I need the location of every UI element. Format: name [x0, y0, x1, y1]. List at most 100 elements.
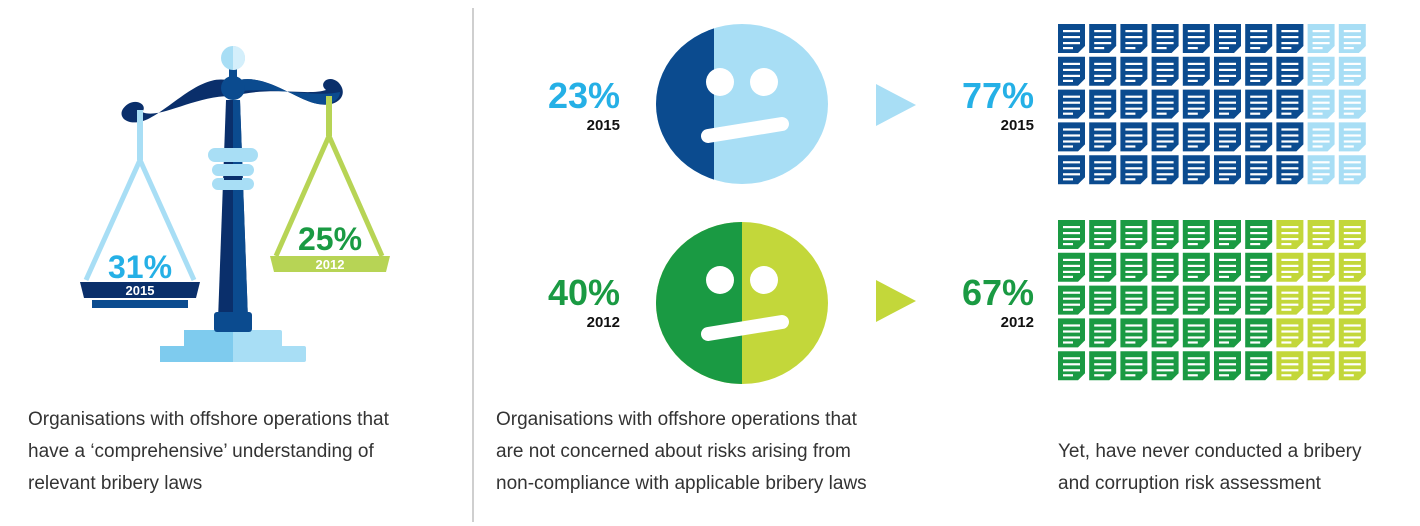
- document-icon: [1245, 56, 1273, 86]
- faces-caption: Organisations with offshore operations t…: [496, 404, 867, 500]
- document-icon: [1089, 318, 1117, 348]
- document-icon: [1307, 89, 1335, 119]
- document-icon: [1214, 285, 1241, 315]
- document-icon: [1058, 285, 1085, 315]
- docs-2015-percent: 77%: [961, 75, 1034, 116]
- document-icon: [1182, 252, 1210, 282]
- document-icon: [1058, 56, 1085, 86]
- caption-line: are not concerned about risks arising fr…: [496, 441, 851, 462]
- document-icon: [1276, 155, 1304, 185]
- document-icon: [1338, 285, 1366, 315]
- document-icon: [1120, 89, 1148, 119]
- document-icon: [1151, 351, 1179, 381]
- caption-line: relevant bribery laws: [28, 473, 203, 494]
- document-icon: [1245, 285, 1273, 315]
- documents-panel: 77% 2015 67% 2012 Yet, have never conduc…: [930, 0, 1420, 526]
- right-pan-percent: 25%: [298, 221, 362, 257]
- document-icon: [1307, 285, 1335, 315]
- document-icon: [1120, 220, 1148, 249]
- document-icon: [1214, 89, 1241, 119]
- face-2015-year: 2015: [586, 117, 620, 134]
- document-icon: [1120, 318, 1148, 348]
- arrow-right-icon: [876, 280, 916, 322]
- document-icon: [1214, 252, 1241, 282]
- document-icon: [1182, 220, 1210, 249]
- document-icon: [1338, 318, 1366, 348]
- faces-panel: 23% 2015 40% 2012 Organisations with off…: [476, 0, 1036, 526]
- panel-divider: [472, 8, 474, 522]
- document-icon: [1214, 155, 1241, 185]
- document-icon: [1338, 155, 1366, 185]
- document-icon: [1089, 89, 1117, 119]
- right-pan-year: 2012: [316, 257, 345, 272]
- document-icon: [1151, 318, 1179, 348]
- document-icon: [1276, 122, 1304, 152]
- document-icon: [1120, 252, 1148, 282]
- docs-caption: Yet, have never conducted a bribery and …: [1058, 436, 1362, 500]
- document-icon: [1089, 56, 1117, 86]
- document-icon: [1182, 56, 1210, 86]
- document-icon: [1120, 351, 1148, 381]
- document-icon: [1089, 252, 1117, 282]
- document-icon: [1214, 122, 1241, 152]
- document-icon: [1276, 351, 1304, 381]
- document-icon: [1338, 122, 1366, 152]
- balance-scale-icon: 31% 2015 25% 2012: [80, 46, 390, 362]
- document-icon: [1245, 318, 1273, 348]
- document-icon: [1214, 351, 1241, 381]
- document-icon: [1058, 252, 1085, 282]
- document-icon: [1151, 252, 1179, 282]
- document-icon: [1058, 24, 1085, 53]
- document-icon: [1338, 351, 1366, 381]
- document-icon: [1245, 122, 1273, 152]
- document-icon: [1151, 155, 1179, 185]
- docs-2015-year: 2015: [1000, 117, 1034, 134]
- document-icon: [1245, 220, 1273, 249]
- document-icon: [1120, 285, 1148, 315]
- document-icon: [1120, 56, 1148, 86]
- document-icon: [1151, 89, 1179, 119]
- document-icon: [1307, 24, 1335, 53]
- document-icon: [1182, 89, 1210, 119]
- caption-line: have a ‘comprehensive’ understanding of: [28, 441, 374, 462]
- document-icon: [1245, 24, 1273, 53]
- caption-line: Yet, have never conducted a bribery: [1058, 441, 1362, 462]
- document-icon: [1120, 24, 1148, 53]
- document-icon: [1182, 155, 1210, 185]
- document-icon: [1120, 122, 1148, 152]
- document-icon: [1307, 155, 1335, 185]
- document-icon: [1338, 252, 1366, 282]
- document-icon: [1276, 285, 1304, 315]
- document-icon: [1089, 285, 1117, 315]
- document-icon: [1120, 155, 1148, 185]
- left-pan-year: 2015: [126, 283, 155, 298]
- document-icon: [1276, 252, 1304, 282]
- face-2012-percent: 40%: [547, 272, 620, 313]
- document-icon: [1089, 220, 1117, 249]
- document-grid-2012: [1058, 220, 1366, 381]
- document-icon: [1276, 220, 1304, 249]
- document-icon: [1214, 220, 1241, 249]
- document-icon: [1058, 89, 1085, 119]
- document-icon: [1182, 122, 1210, 152]
- document-icon: [1276, 24, 1304, 53]
- document-icon: [1151, 220, 1179, 249]
- document-icon: [1307, 252, 1335, 282]
- document-icon: [1338, 220, 1366, 249]
- caption-line: and corruption risk assessment: [1058, 473, 1321, 494]
- document-icon: [1058, 155, 1085, 185]
- document-icon: [1276, 89, 1304, 119]
- docs-2012-percent: 67%: [961, 272, 1034, 313]
- scale-caption: Organisations with offshore operations t…: [28, 404, 389, 500]
- document-icon: [1151, 24, 1179, 53]
- caption-line: Organisations with offshore operations t…: [28, 409, 389, 430]
- document-icon: [1245, 155, 1273, 185]
- document-icon: [1058, 220, 1085, 249]
- document-icon: [1182, 285, 1210, 315]
- document-icon: [1214, 318, 1241, 348]
- neutral-face-icon: [656, 222, 828, 384]
- document-icon: [1182, 318, 1210, 348]
- document-icon: [1089, 351, 1117, 381]
- document-icon: [1089, 24, 1117, 53]
- document-icon: [1307, 56, 1335, 86]
